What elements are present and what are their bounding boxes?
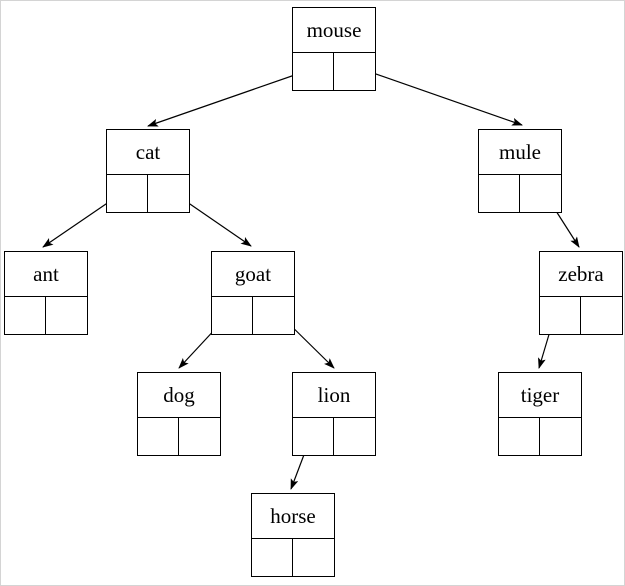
tree-node-label-mule: mule (499, 140, 541, 164)
tree-node-label-cat: cat (135, 140, 161, 164)
tree-node-pointers-mouse (293, 52, 375, 90)
tree-node-label-horse: horse (270, 504, 316, 528)
tree-node-pointers-cat (107, 174, 189, 212)
tree-node-label-ant: ant (33, 262, 59, 286)
tree-node-horse[interactable]: horse (251, 493, 335, 577)
tree-node-pointers-horse (252, 538, 334, 576)
tree-node-pointers-mule (479, 174, 561, 212)
tree-node-left-pointer-zebra[interactable] (540, 297, 581, 334)
tree-node-right-pointer-horse[interactable] (293, 539, 334, 576)
tree-node-left-pointer-mouse[interactable] (293, 53, 334, 90)
tree-node-zebra[interactable]: zebra (539, 251, 623, 335)
tree-node-tiger[interactable]: tiger (498, 372, 582, 456)
tree-node-left-pointer-cat[interactable] (107, 175, 148, 212)
tree-node-right-pointer-goat[interactable] (253, 297, 294, 334)
tree-node-label-goat: goat (234, 262, 272, 286)
tree-node-right-pointer-dog[interactable] (179, 418, 220, 455)
tree-node-left-pointer-horse[interactable] (252, 539, 293, 576)
tree-node-right-pointer-ant[interactable] (46, 297, 87, 334)
tree-edge-mouse-to-mule (355, 66, 523, 126)
tree-node-label-mouse: mouse (306, 18, 362, 42)
tree-node-pointers-goat (212, 296, 294, 334)
tree-node-mule[interactable]: mule (478, 129, 562, 213)
tree-node-left-pointer-dog[interactable] (138, 418, 179, 455)
tree-node-left-pointer-goat[interactable] (212, 297, 253, 334)
tree-node-right-pointer-zebra[interactable] (581, 297, 622, 334)
tree-node-right-pointer-tiger[interactable] (540, 418, 581, 455)
tree-node-pointers-zebra (540, 296, 622, 334)
tree-node-right-pointer-mouse[interactable] (334, 53, 375, 90)
tree-node-label-zebra: zebra (558, 262, 604, 286)
tree-node-pointers-tiger (499, 417, 581, 455)
tree-node-left-pointer-mule[interactable] (479, 175, 520, 212)
tree-node-label-dog: dog (163, 383, 195, 407)
tree-edge-mouse-to-cat (147, 68, 313, 127)
tree-node-right-pointer-cat[interactable] (148, 175, 189, 212)
tree-node-pointers-ant (5, 296, 87, 334)
tree-node-pointers-dog (138, 417, 220, 455)
tree-node-label-tiger: tiger (520, 383, 560, 407)
tree-node-left-pointer-ant[interactable] (5, 297, 46, 334)
tree-node-left-pointer-lion[interactable] (293, 418, 334, 455)
tree-node-ant[interactable]: ant (4, 251, 88, 335)
tree-node-dog[interactable]: dog (137, 372, 221, 456)
tree-node-cat[interactable]: cat (106, 129, 190, 213)
tree-node-left-pointer-tiger[interactable] (499, 418, 540, 455)
tree-node-lion[interactable]: lion (292, 372, 376, 456)
tree-node-label-lion: lion (317, 383, 351, 407)
tree-node-pointers-lion (293, 417, 375, 455)
tree-node-mouse[interactable]: mouse (292, 7, 376, 91)
tree-node-right-pointer-lion[interactable] (334, 418, 375, 455)
tree-node-goat[interactable]: goat (211, 251, 295, 335)
tree-node-right-pointer-mule[interactable] (520, 175, 561, 212)
